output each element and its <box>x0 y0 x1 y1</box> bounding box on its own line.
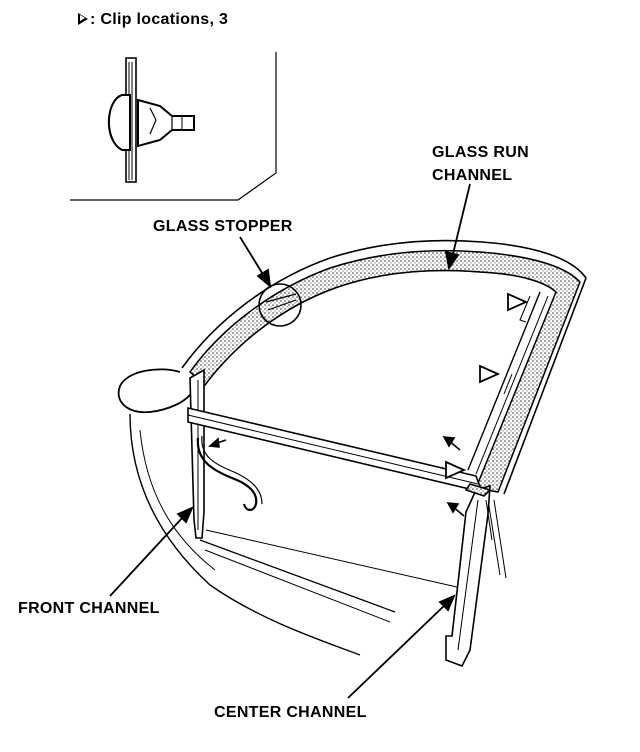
glass-run-label-line1: GLASS RUN <box>432 144 529 161</box>
center-channel-part <box>445 483 493 668</box>
clip-triangle-icon <box>78 12 88 25</box>
front-channel-part <box>187 368 484 591</box>
glass-run-label-line2: CHANNEL <box>432 167 513 184</box>
glass-run-leader <box>451 183 471 259</box>
glass-stopper-part <box>258 283 302 327</box>
glass-stopper-leader <box>239 236 265 277</box>
front-channel-label: FRONT CHANNEL <box>18 600 160 617</box>
clip-marker-3 <box>445 460 467 480</box>
glass-stopper-label: GLASS STOPPER <box>153 218 293 235</box>
center-channel-leader <box>347 603 447 699</box>
clip-legend: : Clip locations, 3 <box>78 12 228 28</box>
center-channel-label: CENTER CHANNEL <box>214 704 367 721</box>
clip-marker-1 <box>507 292 529 312</box>
glass-run-channel <box>181 239 587 495</box>
legend-text: : Clip locations, 3 <box>90 11 229 28</box>
clip-marker-2 <box>479 364 501 384</box>
clip-detail-inset <box>70 52 277 201</box>
front-channel-leader <box>109 515 185 597</box>
direction-arrows <box>208 436 465 517</box>
car-body-outline <box>117 368 507 656</box>
leader-lines <box>109 183 471 699</box>
glass-run-channel-label: GLASS RUN CHANNEL <box>432 141 529 187</box>
clip-location-markers <box>445 292 529 480</box>
